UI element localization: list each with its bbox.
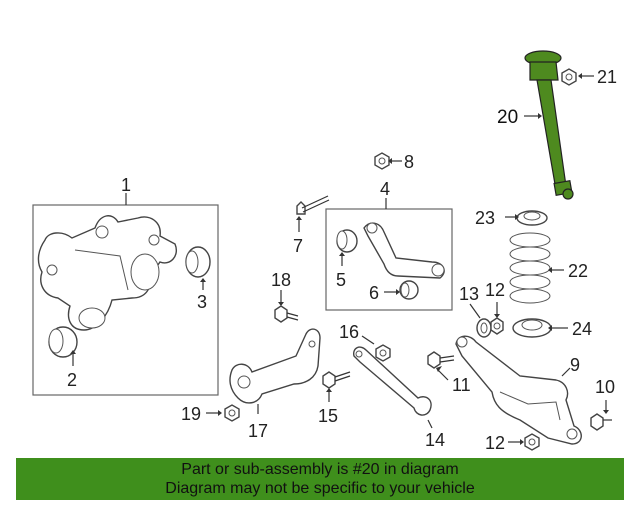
spring-seat-24[interactable] <box>512 318 552 338</box>
callout-23[interactable]: 23 <box>475 208 495 228</box>
callout-7[interactable]: 7 <box>293 236 303 256</box>
bolt-15[interactable] <box>322 371 351 389</box>
callout-14[interactable]: 14 <box>425 430 445 450</box>
bushing-3[interactable] <box>185 246 211 278</box>
callout-18[interactable]: 18 <box>271 270 291 290</box>
upper-control-arm[interactable] <box>363 222 445 279</box>
callout-12a[interactable]: 12 <box>485 280 505 300</box>
callout-12b[interactable]: 12 <box>485 433 505 453</box>
nut-12-upper[interactable] <box>490 317 504 335</box>
callout-6[interactable]: 6 <box>369 283 379 303</box>
callout-1[interactable]: 1 <box>121 175 131 195</box>
callout-17[interactable]: 17 <box>248 421 268 441</box>
upper-arm-box <box>325 208 453 311</box>
lateral-link-14[interactable] <box>352 346 432 416</box>
callout-24[interactable]: 24 <box>572 319 592 339</box>
callout-10[interactable]: 10 <box>595 377 615 397</box>
shock-absorber-20[interactable] <box>524 50 574 200</box>
nut-12-lower[interactable] <box>524 433 540 451</box>
callout-21[interactable]: 21 <box>597 67 617 87</box>
callout-15[interactable]: 15 <box>318 406 338 426</box>
lower-control-arm-9[interactable] <box>455 335 582 445</box>
spring-seat-23[interactable] <box>516 210 548 226</box>
bolt-10[interactable] <box>590 413 612 431</box>
callout-20[interactable]: 20 <box>497 107 518 128</box>
callout-13[interactable]: 13 <box>459 284 479 304</box>
callout-4[interactable]: 4 <box>380 179 390 199</box>
bushing-5[interactable] <box>336 229 358 253</box>
callout-9[interactable]: 9 <box>570 355 580 375</box>
bolt-18[interactable] <box>274 305 299 323</box>
bushing-6[interactable] <box>399 280 419 300</box>
footer-line-2: Diagram may not be specific to your vehi… <box>165 480 475 497</box>
callout-2[interactable]: 2 <box>67 370 77 390</box>
footer-banner: Part or sub-assembly is #20 in diagram D… <box>16 458 624 500</box>
nut-8[interactable] <box>374 152 390 170</box>
callout-19[interactable]: 19 <box>181 404 201 424</box>
callout-3[interactable]: 3 <box>197 292 207 312</box>
bolt-11[interactable] <box>427 351 455 369</box>
footer-line-1: Part or sub-assembly is #20 in diagram <box>181 461 459 478</box>
coil-spring-22[interactable] <box>509 232 551 304</box>
footer-banner-bg <box>16 458 624 500</box>
nut-19[interactable] <box>224 404 240 422</box>
callout-11[interactable]: 11 <box>452 375 471 395</box>
nut-16[interactable] <box>375 344 391 362</box>
callout-8[interactable]: 8 <box>404 152 414 172</box>
bolt-7[interactable] <box>296 195 330 215</box>
washer-13[interactable] <box>476 318 492 338</box>
rear-knuckle[interactable] <box>37 215 177 331</box>
callout-16[interactable]: 16 <box>339 322 359 342</box>
callout-22[interactable]: 22 <box>568 261 588 281</box>
callout-5[interactable]: 5 <box>336 270 346 290</box>
bushing-2[interactable] <box>48 326 78 358</box>
nut-21[interactable] <box>561 68 577 86</box>
toe-link-17[interactable] <box>229 328 321 404</box>
